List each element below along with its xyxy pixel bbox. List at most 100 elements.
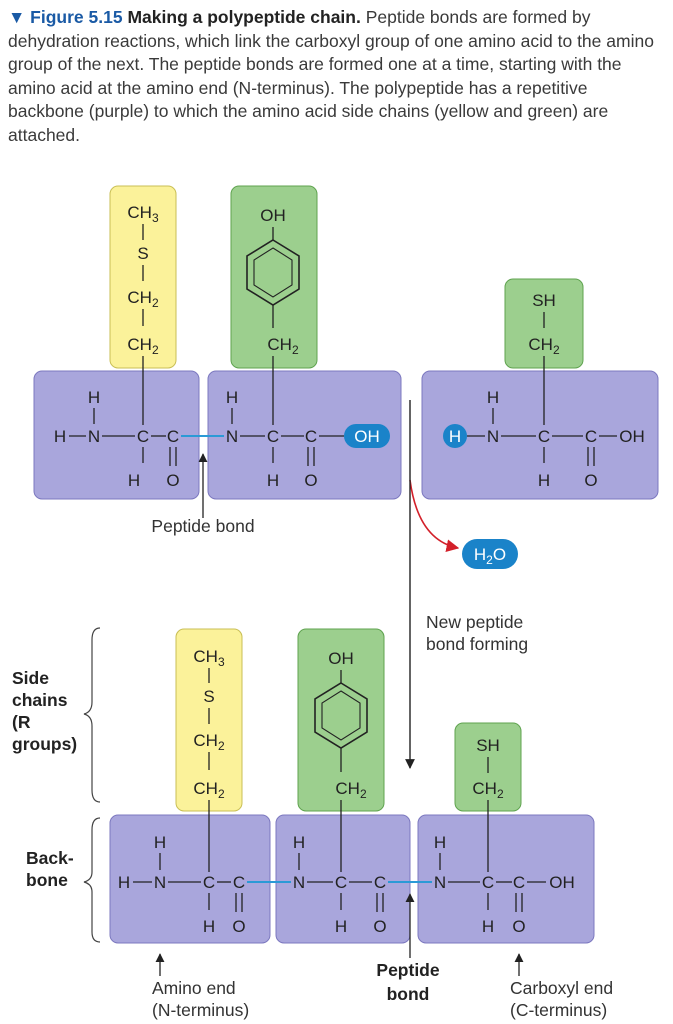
oh-badge: OH	[344, 424, 390, 448]
svg-text:H: H	[293, 833, 305, 852]
svg-text:CH2: CH2	[335, 779, 367, 801]
svg-text:C: C	[137, 427, 149, 446]
amino-end-label-1: Amino end	[152, 978, 236, 998]
svg-text:O: O	[512, 917, 525, 936]
water-release-arrow	[409, 479, 460, 553]
top-peptide-bond-label: Peptide bond	[151, 516, 254, 536]
bottom-backbone-box-1	[109, 814, 271, 944]
svg-text:CH2: CH2	[193, 779, 225, 801]
svg-text:O: O	[304, 471, 317, 490]
side-chains-label-3: (R	[12, 712, 31, 732]
svg-text:C: C	[305, 427, 317, 446]
svg-text:OH: OH	[549, 873, 575, 892]
svg-text:H: H	[118, 873, 130, 892]
svg-text:H: H	[226, 388, 238, 407]
h-badge: H	[443, 424, 467, 448]
new-bond-label-line2: bond forming	[426, 634, 528, 654]
carboxyl-end-label-1: Carboxyl end	[510, 978, 613, 998]
top-met-s: S	[137, 244, 148, 263]
svg-text:N: N	[487, 427, 499, 446]
svg-text:O: O	[166, 471, 179, 490]
bottom-amino-acid-2: H N C H C O	[293, 833, 387, 936]
svg-text:C: C	[513, 873, 525, 892]
new-bond-label-line1: New peptide	[426, 612, 523, 632]
svg-text:H: H	[128, 471, 140, 490]
top-cys-ch2: CH2	[528, 335, 560, 357]
bottom-backbone-box-3	[417, 814, 595, 944]
top-amino-acid-3: H N C H C O OH	[467, 388, 645, 490]
svg-text:N: N	[88, 427, 100, 446]
top-tyr-side-chain: OH CH2	[246, 206, 300, 425]
water-badge: H2O	[462, 539, 518, 569]
top-amino-acid-2: H N C H C O	[226, 388, 344, 490]
bottom-cys-side-chain: SH CH2	[472, 736, 504, 872]
svg-text:CH2: CH2	[193, 731, 225, 753]
svg-text:O: O	[232, 917, 245, 936]
svg-text:H: H	[487, 388, 499, 407]
top-met-ch2-a: CH2	[127, 288, 159, 310]
svg-text:C: C	[482, 873, 494, 892]
backbone-brace	[83, 817, 101, 943]
svg-text:S: S	[203, 687, 214, 706]
svg-text:H: H	[434, 833, 446, 852]
svg-text:C: C	[167, 427, 179, 446]
top-backbone-box-3	[421, 370, 659, 500]
top-tyr-oh: OH	[260, 206, 286, 225]
svg-text:O: O	[584, 471, 597, 490]
svg-text:OH: OH	[328, 649, 354, 668]
side-chains-label-2: chains	[12, 690, 68, 710]
svg-text:H2O: H2O	[474, 545, 506, 567]
svg-text:H: H	[449, 427, 461, 446]
top-met-ch2-b: CH2	[127, 335, 159, 357]
top-amino-acid-1: H H N C H C O	[54, 388, 180, 490]
svg-text:H: H	[203, 917, 215, 936]
side-chains-brace	[83, 627, 101, 803]
bottom-tyr-side-chain: OH CH2	[314, 649, 368, 872]
carboxyl-end-label-2: (C-terminus)	[510, 1000, 607, 1020]
top-tyr-ch2: CH2	[267, 335, 299, 357]
svg-text:C: C	[203, 873, 215, 892]
top-tyr-side-chain-box	[230, 185, 318, 369]
svg-text:N: N	[226, 427, 238, 446]
svg-text:C: C	[267, 427, 279, 446]
svg-text:H: H	[335, 917, 347, 936]
svg-text:O: O	[373, 917, 386, 936]
svg-text:SH: SH	[476, 736, 500, 755]
svg-text:H: H	[267, 471, 279, 490]
svg-text:C: C	[374, 873, 386, 892]
top-cys-side-chain: SH CH2	[528, 291, 560, 425]
top-cys-sh: SH	[532, 291, 556, 310]
svg-text:CH2: CH2	[472, 779, 504, 801]
backbone-label-2: bone	[26, 870, 68, 890]
svg-text:H: H	[538, 471, 550, 490]
bottom-amino-acid-1: H H N C H C O	[118, 833, 246, 936]
figure-title: Making a polypeptide chain.	[127, 7, 361, 27]
svg-text:C: C	[585, 427, 597, 446]
side-chains-label-1: Side	[12, 668, 49, 688]
bottom-amino-acid-3: H N C H C O OH	[434, 833, 575, 936]
svg-text:OH: OH	[354, 427, 380, 446]
svg-text:N: N	[154, 873, 166, 892]
top-met-side-chain: CH3 S CH2 CH2	[127, 203, 159, 425]
svg-text:C: C	[335, 873, 347, 892]
figure-label: ▼ Figure 5.15	[8, 7, 123, 27]
svg-text:C: C	[233, 873, 245, 892]
svg-text:H: H	[54, 427, 66, 446]
top-met-ch3: CH3	[127, 203, 159, 225]
svg-text:H: H	[482, 917, 494, 936]
caption-body: Peptide bonds are formed by dehydration …	[8, 7, 654, 145]
figure-caption: ▼ Figure 5.15 Making a polypeptide chain…	[8, 6, 668, 147]
svg-text:CH3: CH3	[193, 647, 225, 669]
svg-text:OH: OH	[619, 427, 645, 446]
svg-text:N: N	[434, 873, 446, 892]
svg-text:N: N	[293, 873, 305, 892]
svg-text:C: C	[538, 427, 550, 446]
bottom-peptide-bond-label-2: bond	[387, 984, 430, 1004]
bottom-met-side-chain: CH3 S CH2 CH2	[193, 647, 225, 872]
svg-text:H: H	[154, 833, 166, 852]
amino-end-label-2: (N-terminus)	[152, 1000, 249, 1020]
backbone-label-1: Back-	[26, 848, 74, 868]
svg-text:H: H	[88, 388, 100, 407]
bottom-peptide-bond-label-1: Peptide	[376, 960, 439, 980]
